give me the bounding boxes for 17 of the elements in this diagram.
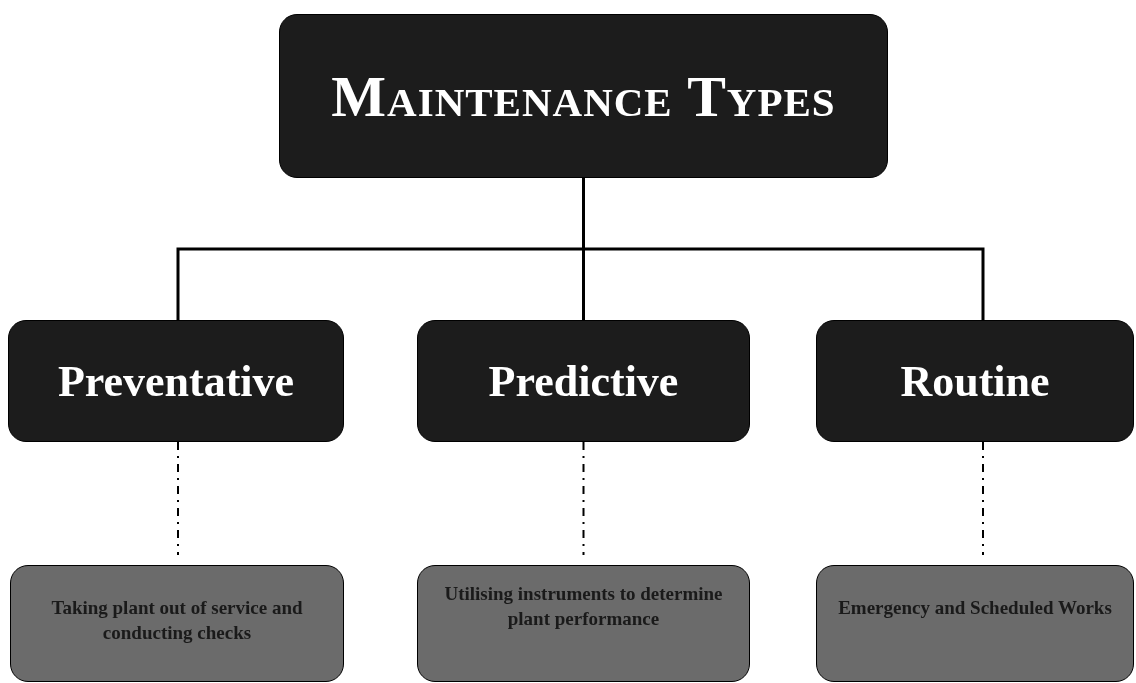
description-text: Taking plant out of service and conducting checks — [50, 596, 304, 645]
category-box — [816, 320, 1134, 442]
category-label: Routine — [900, 355, 1050, 407]
category-box — [417, 320, 750, 442]
dashed-connector — [582, 441, 585, 556]
description-text: Emergency and Scheduled Works — [838, 596, 1112, 620]
title-text: Maintenance Types — [331, 62, 836, 130]
category-label: Predictive — [488, 355, 679, 407]
description-box — [816, 565, 1134, 682]
dashed-connector — [982, 441, 984, 556]
description-box — [10, 565, 344, 682]
title-box — [279, 14, 888, 178]
category-box — [8, 320, 344, 442]
dashed-connector — [177, 441, 179, 556]
description-box — [417, 565, 750, 682]
description-text: Utilising instruments to determine plant performance — [443, 582, 724, 631]
category-label: Preventative — [57, 355, 295, 407]
